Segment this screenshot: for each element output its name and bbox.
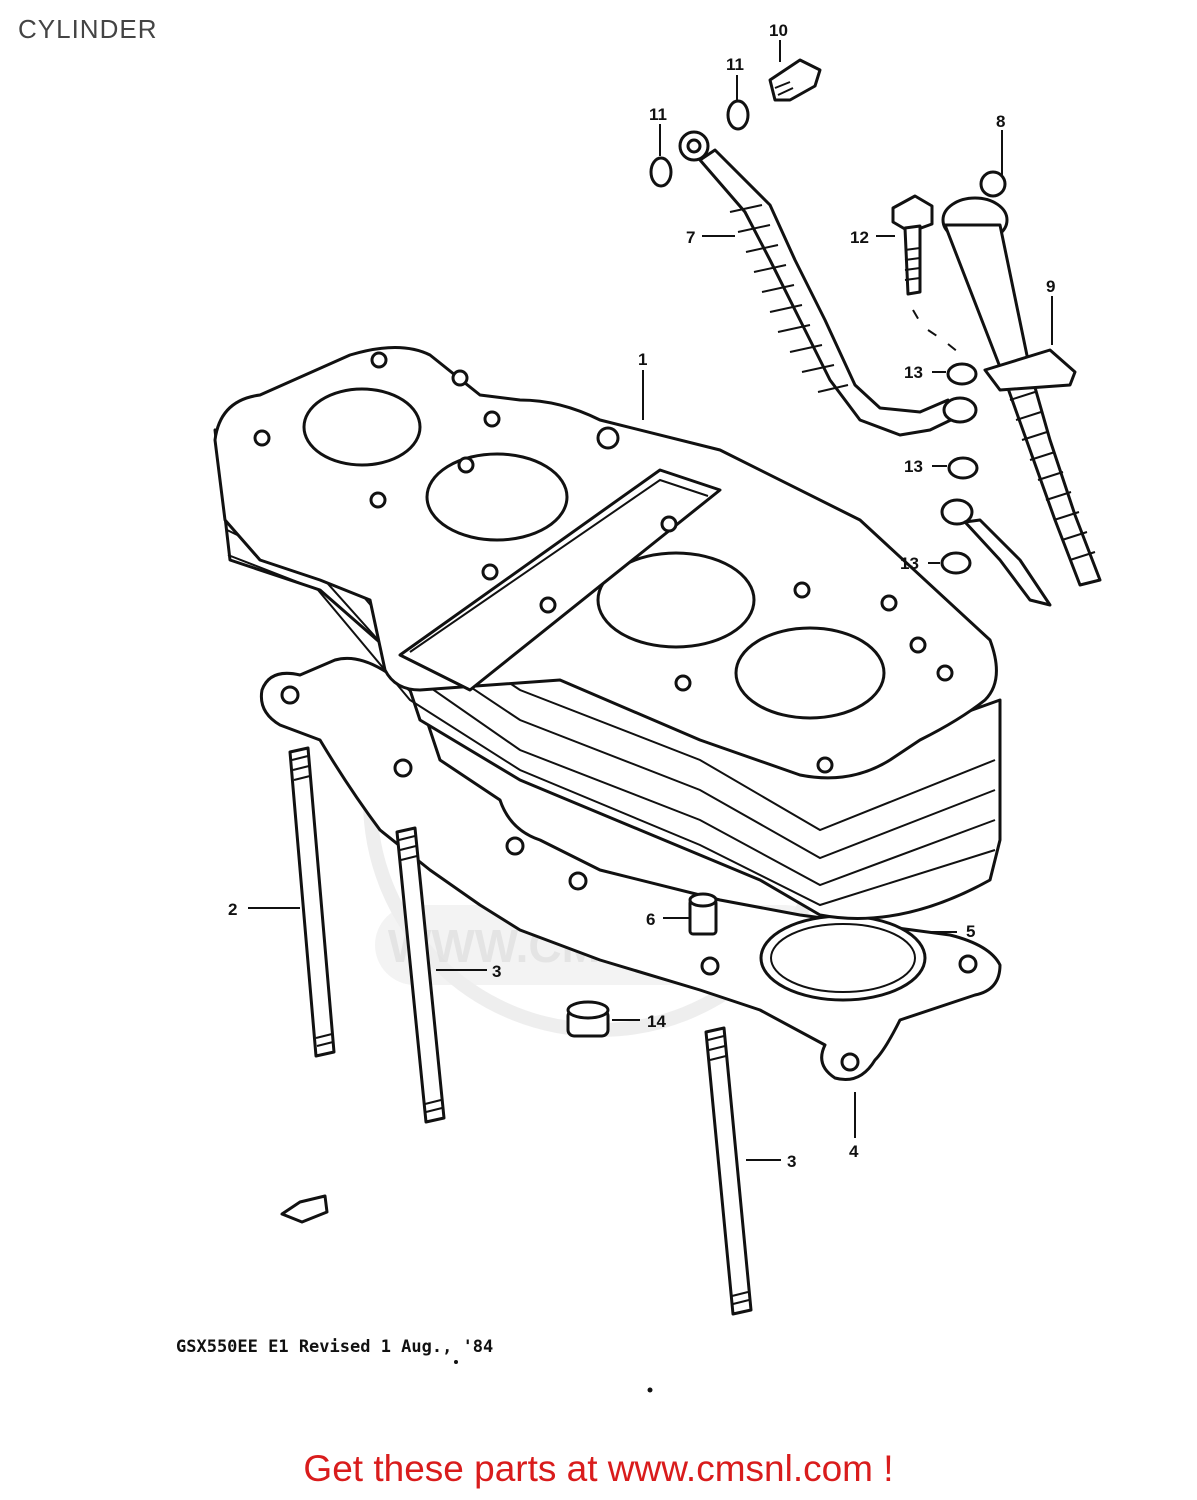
revision-footnote: GSX550EE E1 Revised 1 Aug., '84 <box>176 1337 493 1357</box>
callout-13b: 13 <box>904 457 923 476</box>
callout-4: 4 <box>849 1142 859 1161</box>
oil-hose-9 <box>941 170 1102 587</box>
callout-labels: 1 2 3 3 4 5 6 7 8 9 10 11 11 12 13 13 13… <box>228 21 1055 1171</box>
callout-8: 8 <box>996 112 1005 131</box>
page-title: CYLINDER <box>18 14 158 44</box>
callout-6: 6 <box>646 910 655 929</box>
cylinder-block <box>213 346 1002 920</box>
bolt-12 <box>891 194 959 353</box>
callout-13a: 13 <box>904 363 923 382</box>
leader-lines <box>248 40 1053 1161</box>
oil-hose-7 <box>678 130 978 437</box>
callout-11b: 11 <box>649 105 667 124</box>
plug-cap <box>566 1000 610 1038</box>
callout-7: 7 <box>686 228 695 247</box>
union-bolt <box>768 58 822 102</box>
front-arrow-icon <box>280 1194 329 1224</box>
callout-3b: 3 <box>787 1152 796 1171</box>
dowel-pin <box>688 892 718 936</box>
footer-link[interactable]: Get these parts at www.cmsnl.com ! <box>303 1448 894 1489</box>
o-ring <box>759 914 927 1002</box>
callout-2: 2 <box>228 900 237 919</box>
callout-10: 10 <box>769 21 788 40</box>
callout-9: 9 <box>1046 277 1055 296</box>
hose-end-fitting <box>940 498 1052 607</box>
callout-14: 14 <box>647 1012 666 1031</box>
callout-1: 1 <box>638 350 647 369</box>
stud-3b <box>704 1026 753 1316</box>
stud-3a <box>395 826 446 1124</box>
callout-3a: 3 <box>492 962 501 981</box>
gasket-washers <box>649 99 979 575</box>
callout-13c: 13 <box>900 554 919 573</box>
stud-2 <box>288 746 336 1058</box>
callout-5: 5 <box>966 922 975 941</box>
callout-12: 12 <box>850 228 869 247</box>
callout-11a: 11 <box>726 55 744 74</box>
